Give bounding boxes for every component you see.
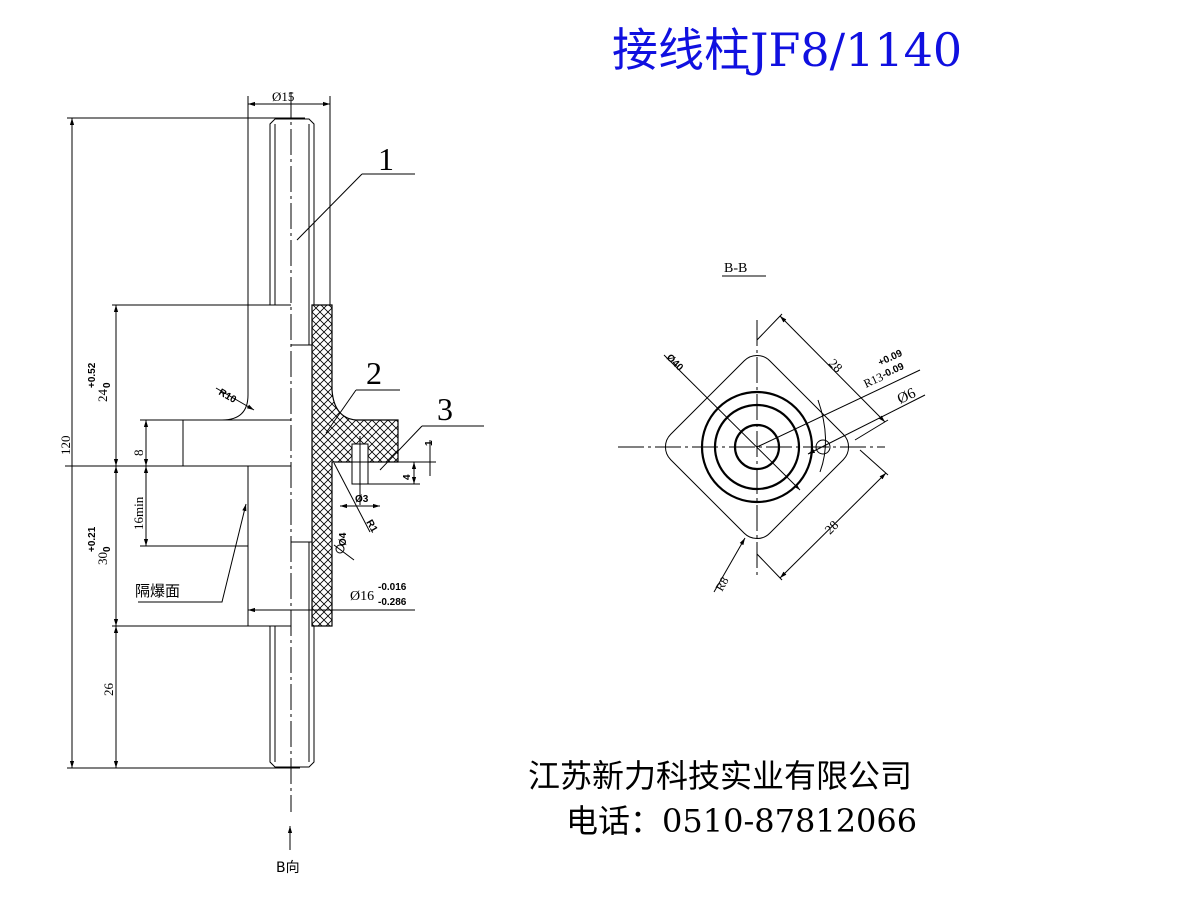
view-direction-label: B向 <box>276 860 300 876</box>
bolt-upper <box>269 118 315 305</box>
dim-upper-tol-plus: +0.52 <box>87 362 98 388</box>
part-label-2: 2 <box>366 355 382 391</box>
part-label-1: 1 <box>378 141 394 177</box>
dim-upper: 24 <box>95 389 110 403</box>
dim-small: Ø4 <box>338 532 349 546</box>
dim-step1: 1 <box>424 440 435 446</box>
dim-d6: Ø6 <box>895 385 919 407</box>
company-phone: 电话：0510-87812066 <box>566 802 917 840</box>
dim-step4: 4 <box>402 474 413 480</box>
dim-upper-tol-minus: 0 <box>102 382 113 388</box>
flameproof-surface-label: 隔爆面 <box>135 582 180 600</box>
outer-circle <box>700 390 814 504</box>
dim-d40: Ø40 <box>664 352 685 373</box>
dim-lower: 30 <box>95 552 110 565</box>
drawing-title: 接线柱JF8/1140 <box>612 23 962 77</box>
dim-pin-dia: Ø3 <box>355 494 369 505</box>
dim-r8: R8 <box>712 574 731 593</box>
bolt-lower <box>269 626 315 768</box>
middle-circle <box>713 403 801 491</box>
section-label: B-B <box>724 261 747 276</box>
inner-circle <box>733 423 781 471</box>
dim-side-1: 28 <box>826 356 846 376</box>
company-name: 江苏新力科技实业有限公司 <box>528 757 912 795</box>
dim-gap: 16min <box>131 496 146 530</box>
dim-flange: 8 <box>131 450 146 457</box>
part-label-3: 3 <box>437 391 453 427</box>
dim-d15: Ø15 <box>272 89 294 104</box>
dim-d16: Ø16 <box>350 589 374 604</box>
dim-lower-tol-plus: +0.21 <box>87 526 98 552</box>
dim-lower-tol-minus: 0 <box>102 546 113 552</box>
dim-pin-radius: R1 <box>363 518 379 535</box>
terminal-side-view: Ø15 120 24 +0.52 0 8 16min 30 +0.21 0 26… <box>58 89 484 876</box>
dim-thread: 26 <box>101 683 116 697</box>
pin-hole <box>815 439 831 455</box>
dim-fillet: R10 <box>217 387 239 406</box>
dim-d16-tol-lower: -0.286 <box>378 597 407 608</box>
section-b-b-view: B-B Ø40 28 28 R13 +0.09 -0.09 Ø6 R8 <box>618 261 926 594</box>
dim-d16-tol-upper: -0.016 <box>378 582 407 593</box>
dim-total-length: 120 <box>58 436 73 456</box>
